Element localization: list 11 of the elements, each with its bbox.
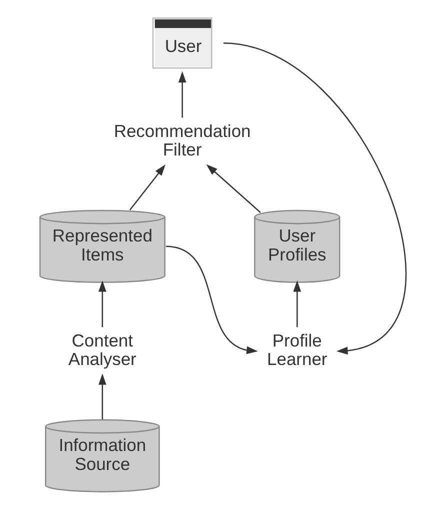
arrow	[165, 246, 258, 354]
arrow	[98, 280, 106, 328]
arrow	[206, 164, 260, 213]
node-text: Recommendation Filter	[113, 120, 250, 160]
node-text: Content Analyser	[68, 330, 136, 370]
arrow	[178, 71, 186, 118]
node-text: Profile Learner	[266, 330, 327, 370]
arrow	[98, 374, 106, 420]
arrow	[292, 280, 301, 328]
arrow	[222, 42, 406, 355]
arrow	[128, 164, 165, 210]
